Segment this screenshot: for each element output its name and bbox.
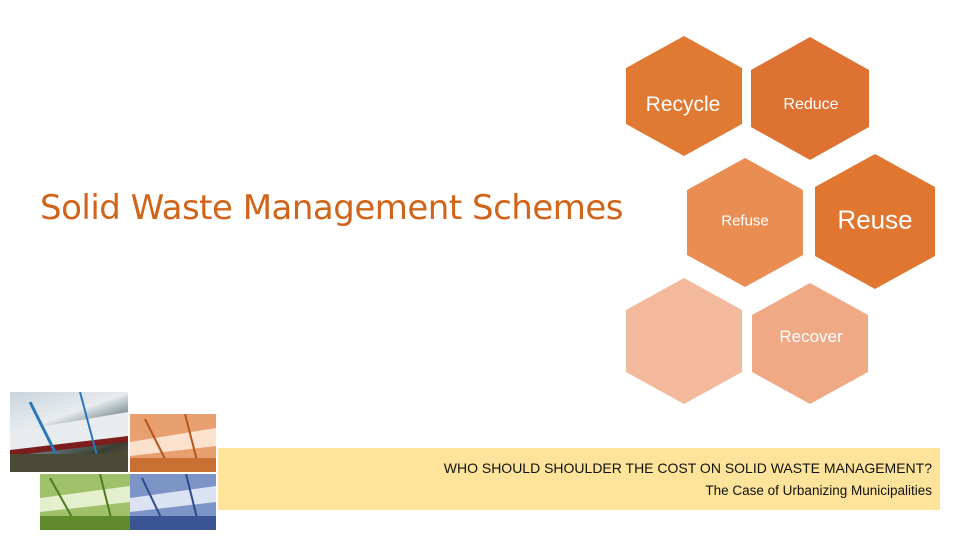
hexagon-refuse	[687, 158, 803, 287]
page-title: Solid Waste Management Schemes	[40, 188, 624, 228]
photo-ship-green	[40, 474, 130, 530]
hexagon-reuse	[815, 154, 935, 289]
hexagon-label-recover: Recover	[779, 327, 843, 346]
hexagon-label-recycle: Recycle	[645, 93, 721, 116]
hexagon-label-reuse: Reuse	[837, 204, 913, 235]
hexagon-recover	[752, 283, 868, 404]
banner-question: WHO SHOULD SHOULDER THE COST ON SOLID WA…	[443, 460, 932, 476]
banner-subtitle: The Case of Urbanizing Municipalities	[705, 483, 932, 498]
photo-ship-blue	[130, 474, 216, 530]
hexagon-reduce	[751, 37, 869, 160]
hexagon-label-refuse: Refuse	[721, 212, 769, 230]
hexagon-label-reduce: Reduce	[783, 96, 839, 113]
photo-ship-color	[10, 392, 128, 472]
subtitle-banner: WHO SHOULD SHOULDER THE COST ON SOLID WA…	[218, 448, 940, 510]
photo-ship-orange	[130, 414, 216, 472]
hexagon-recycle	[626, 36, 742, 156]
hexagon-blank	[626, 278, 742, 404]
